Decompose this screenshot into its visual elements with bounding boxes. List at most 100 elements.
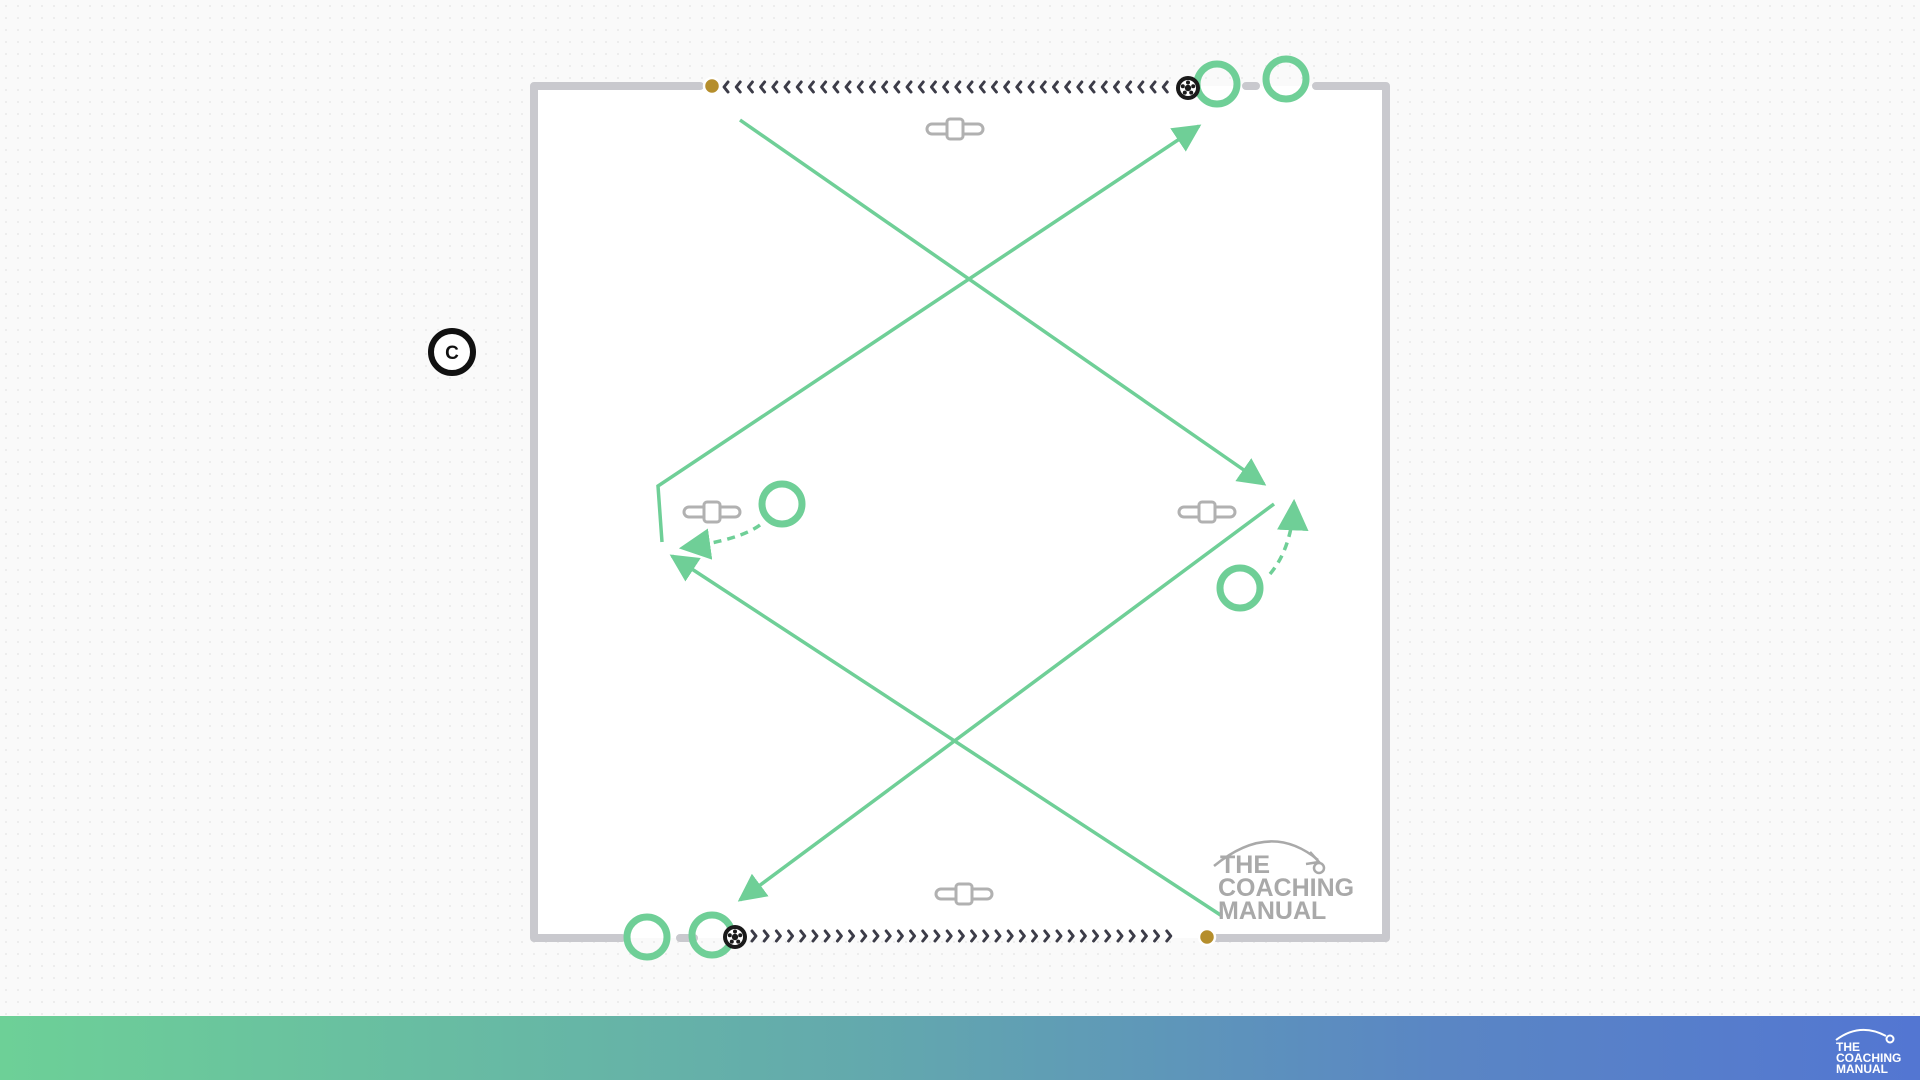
player-top-2 xyxy=(1262,55,1310,103)
dribble-chevron xyxy=(762,929,770,943)
dribble-chevron xyxy=(835,929,843,943)
watermark-logo: THE COACHING MANUAL xyxy=(1213,840,1354,925)
dribble-chevron xyxy=(844,80,852,94)
dribble-chevron xyxy=(722,80,730,94)
watermark-line-1: THE xyxy=(1220,851,1270,879)
dribble-chevron xyxy=(1137,80,1145,94)
dribble-chevron xyxy=(856,80,864,94)
dribble-chevron xyxy=(1161,80,1169,94)
dribble-chevron xyxy=(896,929,904,943)
dribble-chevron xyxy=(945,929,953,943)
dribble-chevron xyxy=(1039,80,1047,94)
dribble-chevron xyxy=(905,80,913,94)
dribble-chevron xyxy=(933,929,941,943)
ball-bottom xyxy=(723,925,747,949)
footer-logo-line-2: COACHING xyxy=(1836,1051,1902,1065)
dribble-chevron xyxy=(990,80,998,94)
dribble-chevron xyxy=(734,80,742,94)
coach-marker: C xyxy=(428,328,476,376)
dribble-chevron xyxy=(1116,929,1124,943)
dribble-chevron xyxy=(1079,929,1087,943)
dribble-chevron xyxy=(820,80,828,94)
dribble-chevron xyxy=(848,929,856,943)
player-bottom-1 xyxy=(623,913,671,961)
dribble-chevron xyxy=(1064,80,1072,94)
dribble-chevron xyxy=(978,80,986,94)
dribble-path-bottom xyxy=(750,929,1173,943)
dribble-chevron xyxy=(966,80,974,94)
dribble-chevron xyxy=(1149,80,1157,94)
dribble-chevron xyxy=(1051,80,1059,94)
dribble-path-top xyxy=(722,80,1169,94)
field-border xyxy=(530,82,1390,942)
dribble-chevron xyxy=(1153,929,1161,943)
dribble-chevron xyxy=(811,929,819,943)
run-lines xyxy=(656,118,1309,918)
dribble-chevron xyxy=(881,80,889,94)
dribble-chevron xyxy=(1128,929,1136,943)
footer-logo-line-3: MANUAL xyxy=(1836,1062,1888,1076)
dribble-chevron xyxy=(954,80,962,94)
dribble-chevron xyxy=(795,80,803,94)
field xyxy=(530,82,1390,942)
dribble-chevron xyxy=(1112,80,1120,94)
dribble-chevron xyxy=(1088,80,1096,94)
dribble-chevron xyxy=(750,929,758,943)
dribble-chevron xyxy=(1031,929,1039,943)
footer-logo: THE COACHING MANUAL xyxy=(1830,1024,1908,1076)
dribble-chevron xyxy=(970,929,978,943)
dribble-chevron xyxy=(759,80,767,94)
dribble-chevron xyxy=(868,80,876,94)
footer-logo-line-1: THE xyxy=(1836,1040,1860,1054)
dribble-chevron xyxy=(917,80,925,94)
dribble-chevron xyxy=(909,929,917,943)
cone-yellow-bottom xyxy=(1197,927,1217,947)
dribble-chevron xyxy=(807,80,815,94)
dribble-chevron xyxy=(929,80,937,94)
dribble-chevron xyxy=(957,929,965,943)
coach-marker-label: C xyxy=(445,343,459,364)
dribble-chevron xyxy=(860,929,868,943)
dribble-chevron xyxy=(921,929,929,943)
dribble-chevron xyxy=(1018,929,1026,943)
run-line-right-to-bottom xyxy=(737,502,1276,902)
dribble-chevron xyxy=(884,929,892,943)
run-line-bottom-to-left xyxy=(669,554,1223,918)
dribble-chevron xyxy=(994,929,1002,943)
run-line-left-to-top xyxy=(656,124,1202,543)
dribble-chevron xyxy=(893,80,901,94)
dribble-chevron xyxy=(1100,80,1108,94)
dribble-chevron xyxy=(1015,80,1023,94)
dribble-chevron xyxy=(799,929,807,943)
dribble-chevron xyxy=(1027,80,1035,94)
curved-run-left xyxy=(678,523,762,560)
dribble-chevron xyxy=(1165,929,1173,943)
dribble-chevron xyxy=(774,929,782,943)
dribble-chevron xyxy=(1055,929,1063,943)
dribble-chevron xyxy=(746,80,754,94)
dribble-chevron xyxy=(1076,80,1084,94)
run-line-top-to-right xyxy=(739,118,1267,486)
dribble-chevron xyxy=(942,80,950,94)
dribble-chevron xyxy=(1003,80,1011,94)
dribble-chevron xyxy=(1043,929,1051,943)
dribble-chevron xyxy=(1067,929,1075,943)
dribble-chevron xyxy=(1125,80,1133,94)
dribble-chevron xyxy=(823,929,831,943)
ball-top xyxy=(1176,76,1200,100)
curved-run-right xyxy=(1268,498,1309,576)
dribble-chevron xyxy=(1104,929,1112,943)
watermark-line-2: COACHING xyxy=(1218,874,1354,902)
dribble-chevron xyxy=(783,80,791,94)
dribble-chevron xyxy=(1006,929,1014,943)
dribble-chevron xyxy=(872,929,880,943)
dribble-chevron xyxy=(832,80,840,94)
dribble-chevron xyxy=(1140,929,1148,943)
dribble-chevron xyxy=(787,929,795,943)
player-left xyxy=(758,480,806,528)
cone-yellow-top xyxy=(702,76,722,96)
dribble-chevron xyxy=(982,929,990,943)
watermark-arc-icon xyxy=(1213,840,1319,867)
dribble-chevron xyxy=(771,80,779,94)
